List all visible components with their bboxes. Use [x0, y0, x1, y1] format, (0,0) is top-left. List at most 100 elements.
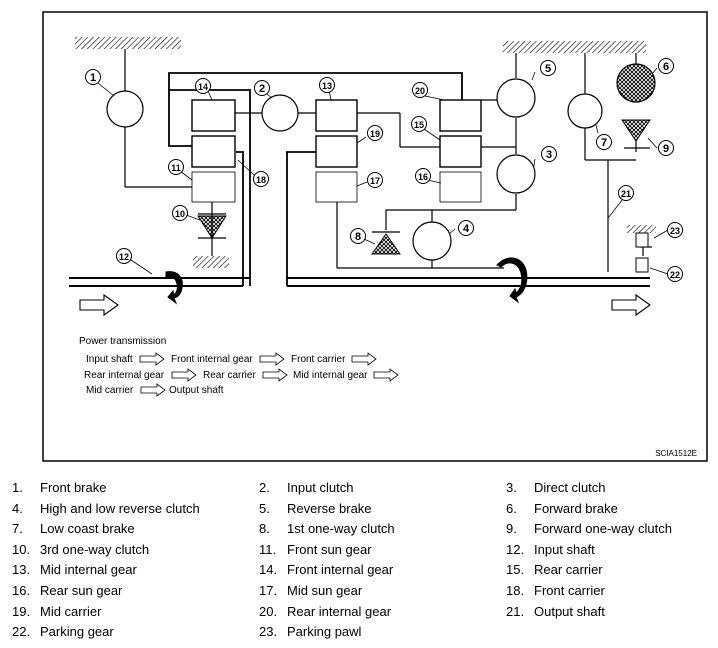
legend-item-label: Direct clutch [534, 480, 606, 495]
callout-18: 18 [253, 171, 269, 187]
svg-text:15: 15 [414, 120, 424, 130]
pt-row2-item1: Rear internal gear [84, 370, 165, 381]
svg-text:5: 5 [545, 63, 551, 75]
svg-text:14: 14 [198, 82, 208, 92]
legend-item-label: High and low reverse clutch [40, 500, 200, 516]
legend-item-number: 12. [506, 541, 525, 557]
legend-item-number: 17. [259, 583, 278, 598]
connection-lines [124, 49, 652, 272]
power-transmission-block: Power transmission Input shaft Front int… [79, 336, 399, 397]
output-rotation-arrow [496, 257, 528, 304]
callout-14: 14 [195, 78, 211, 94]
legend-item-number: 18. [506, 583, 525, 598]
legend-item-label: Mid sun gear [287, 583, 363, 598]
legend-item-number: 11. [259, 541, 277, 557]
ground-hatch-right [503, 41, 646, 53]
transmission-schematic: 1 2 3 4 5 6 7 8 9 10 11 12 13 14 15 16 1… [42, 11, 708, 462]
figure-frame [42, 11, 708, 462]
clutch-brake-circles [106, 63, 656, 261]
direction-arrows [79, 293, 651, 317]
front-carrier-loop [168, 72, 463, 286]
svg-text:19: 19 [370, 129, 380, 139]
legend-item-number: 20. [259, 603, 278, 619]
svg-text:22: 22 [670, 270, 680, 280]
legend-item-label: 1st one-way clutch [287, 521, 395, 537]
legend-item-label: Forward brake [534, 500, 618, 516]
legend-item-number: 21. [506, 603, 525, 619]
legend-item-label: Reverse brake [287, 500, 372, 516]
legend-item-number: 19. [12, 603, 31, 619]
main-shafts [69, 277, 650, 287]
legend-item-label: Front carrier [534, 583, 605, 598]
pt-arrow-icon [139, 352, 165, 366]
ground-hatch-left [75, 37, 181, 49]
legend-item-label: Mid internal gear [40, 562, 137, 578]
forward-one-way-clutch-icon [621, 119, 651, 142]
svg-text:11: 11 [171, 163, 181, 173]
svg-text:1: 1 [90, 72, 96, 84]
gear-boxes [191, 99, 482, 203]
input-direction-arrow [79, 293, 119, 317]
legend-item-number: 9. [506, 521, 517, 537]
svg-text:16: 16 [418, 172, 428, 182]
legend-item-label: Mid carrier [40, 603, 102, 619]
svg-text:23: 23 [670, 226, 680, 236]
callout-19: 19 [367, 125, 383, 141]
callout-8: 8 [350, 228, 366, 244]
callout-2: 2 [254, 80, 270, 96]
pt-arrow-icon [262, 368, 288, 382]
legend-item-label: Parking pawl [287, 624, 362, 640]
high-low-reverse-clutch-circle [412, 221, 452, 261]
callout-6: 6 [658, 58, 674, 74]
rear-carrier-box [439, 135, 482, 168]
input-clutch-circle [261, 94, 299, 132]
callout-17: 17 [367, 172, 383, 188]
front-carrier-box [191, 135, 236, 168]
legend-item-label: Input clutch [287, 480, 354, 495]
callout-23: 23 [667, 222, 683, 238]
pt-arrow-icon [373, 368, 399, 382]
pt-row1-item1: Input shaft [86, 354, 133, 365]
direct-clutch-circle [496, 154, 536, 194]
callout-7: 7 [596, 134, 612, 150]
legend-item-number: 8. [259, 521, 270, 537]
parking-pawl-base [627, 225, 656, 233]
legend-item-label: 3rd one-way clutch [40, 541, 150, 557]
callout-11: 11 [168, 159, 184, 175]
svg-text:17: 17 [370, 176, 380, 186]
svg-text:18: 18 [256, 175, 266, 185]
mid-internal-gear-box [315, 99, 358, 132]
third-one-way-clutch-icon [197, 215, 227, 239]
front-internal-gear-box [191, 99, 236, 132]
callout-5: 5 [540, 60, 556, 76]
callout-20: 20 [412, 82, 428, 98]
first-one-way-clutch-icon [371, 233, 401, 255]
legend-item-number: 10. [12, 541, 31, 557]
legend-item-label: Front brake [40, 480, 107, 495]
pt-row2-item2: Rear carrier [203, 370, 256, 381]
legend-item-label: Rear carrier [534, 562, 603, 578]
figure-code: SCIA1512E [655, 449, 697, 458]
svg-text:21: 21 [621, 189, 631, 199]
legend-item-number: 15. [506, 562, 525, 578]
legend-item-number: 2. [259, 480, 270, 495]
legend-item-label: Forward one-way clutch [534, 521, 672, 537]
rear-internal-gear-box [439, 99, 482, 132]
power-transmission-title: Power transmission [79, 336, 166, 347]
mid-carrier-box [315, 135, 358, 168]
callout-4: 4 [458, 220, 474, 236]
legend-item-number: 1. [12, 480, 23, 495]
low-coast-brake-circle [567, 93, 603, 129]
callout-12: 12 [116, 248, 132, 264]
rear-sun-gear-box [439, 171, 482, 203]
ground-hatch-lower [193, 256, 229, 268]
callout-9: 9 [658, 140, 674, 156]
callout-15: 15 [411, 116, 427, 132]
output-direction-arrow [611, 293, 651, 317]
callout-3: 3 [541, 146, 557, 162]
pt-row1-item3: Front carrier [291, 354, 346, 365]
callout-22: 22 [667, 266, 683, 282]
legend-item-label: Front sun gear [287, 541, 372, 557]
reverse-brake-circle [496, 78, 536, 118]
